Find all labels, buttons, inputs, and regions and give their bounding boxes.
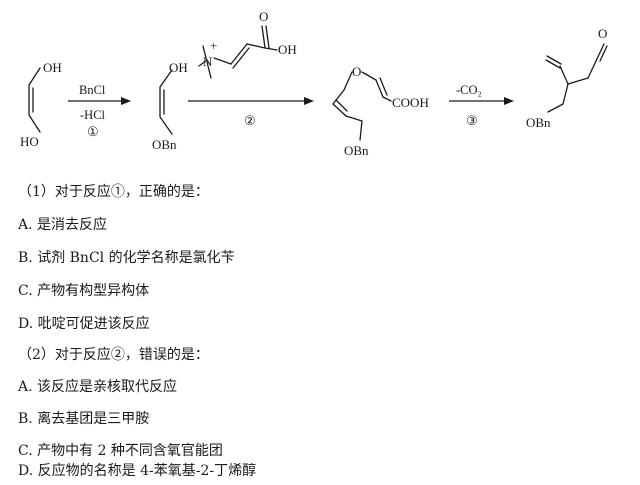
question-2-option-c: C. 产物中有 2 种不同含氧官能团 — [18, 443, 223, 459]
step-1-number: ① — [87, 124, 99, 139]
compound-4-o-label: O — [598, 26, 607, 41]
step-2-reagent-structure: O OH N + — [198, 9, 297, 79]
step-3-reagent: -CO₂ — [456, 83, 482, 97]
step-2-reagent-oh: OH — [278, 42, 297, 57]
question-1-option-a: A. 是消去反应 — [18, 217, 108, 233]
step-2-reagent-o: O — [259, 9, 268, 24]
question-1-option-c: C. 产物有构型异构体 — [18, 283, 150, 299]
compound-3-obn-label: OBn — [344, 143, 369, 158]
reaction-scheme: OH HO BnCl -HCl ① OH OBn O OH N + ② — [20, 9, 608, 158]
compound-3-o-label: O — [352, 64, 361, 79]
step-1-arrow: BnCl -HCl ① — [68, 83, 131, 139]
compound-1-oh-label: OH — [43, 60, 62, 75]
step-2-arrow: ② — [188, 97, 314, 128]
compound-4-structure: O OBn — [526, 26, 608, 130]
compound-2-oh-label: OH — [169, 60, 188, 75]
question-1-prompt: （1）对于反应①，正确的是： — [18, 184, 209, 200]
compound-3-cooh-label: COOH — [392, 95, 429, 110]
question-2-option-b: B. 离去基团是三甲胺 — [18, 411, 150, 427]
step-1-reagent: BnCl — [79, 83, 106, 97]
question-2-option-a: A. 该反应是亲核取代反应 — [18, 379, 178, 395]
question-1-option-b: B. 试剂 BnCl 的化学名称是氯化苄 — [18, 250, 235, 266]
step-2-number: ② — [244, 113, 256, 128]
step-3-number: ③ — [466, 113, 478, 128]
question-1-option-d: D. 吡啶可促进该反应 — [18, 316, 150, 332]
step-2-reagent-n: N — [203, 54, 213, 69]
step-3-arrow: -CO₂ ③ — [449, 83, 514, 128]
compound-4-obn-label: OBn — [526, 115, 551, 130]
compound-3-structure: O COOH OBn — [332, 64, 429, 158]
compound-1-structure: OH HO — [20, 60, 62, 149]
compound-2-obn-label: OBn — [152, 137, 177, 152]
question-2-prompt: （2）对于反应②，错误的是： — [18, 347, 209, 363]
compound-1-ho-label: HO — [20, 134, 39, 149]
question-2-option-d: D. 反应物的名称是 4-苯氧基-2-丁烯醇 — [18, 463, 257, 479]
step-2-reagent-plus: + — [210, 38, 217, 53]
step-1-byproduct: -HCl — [80, 108, 106, 122]
compound-2-structure: OH OBn — [152, 60, 188, 152]
